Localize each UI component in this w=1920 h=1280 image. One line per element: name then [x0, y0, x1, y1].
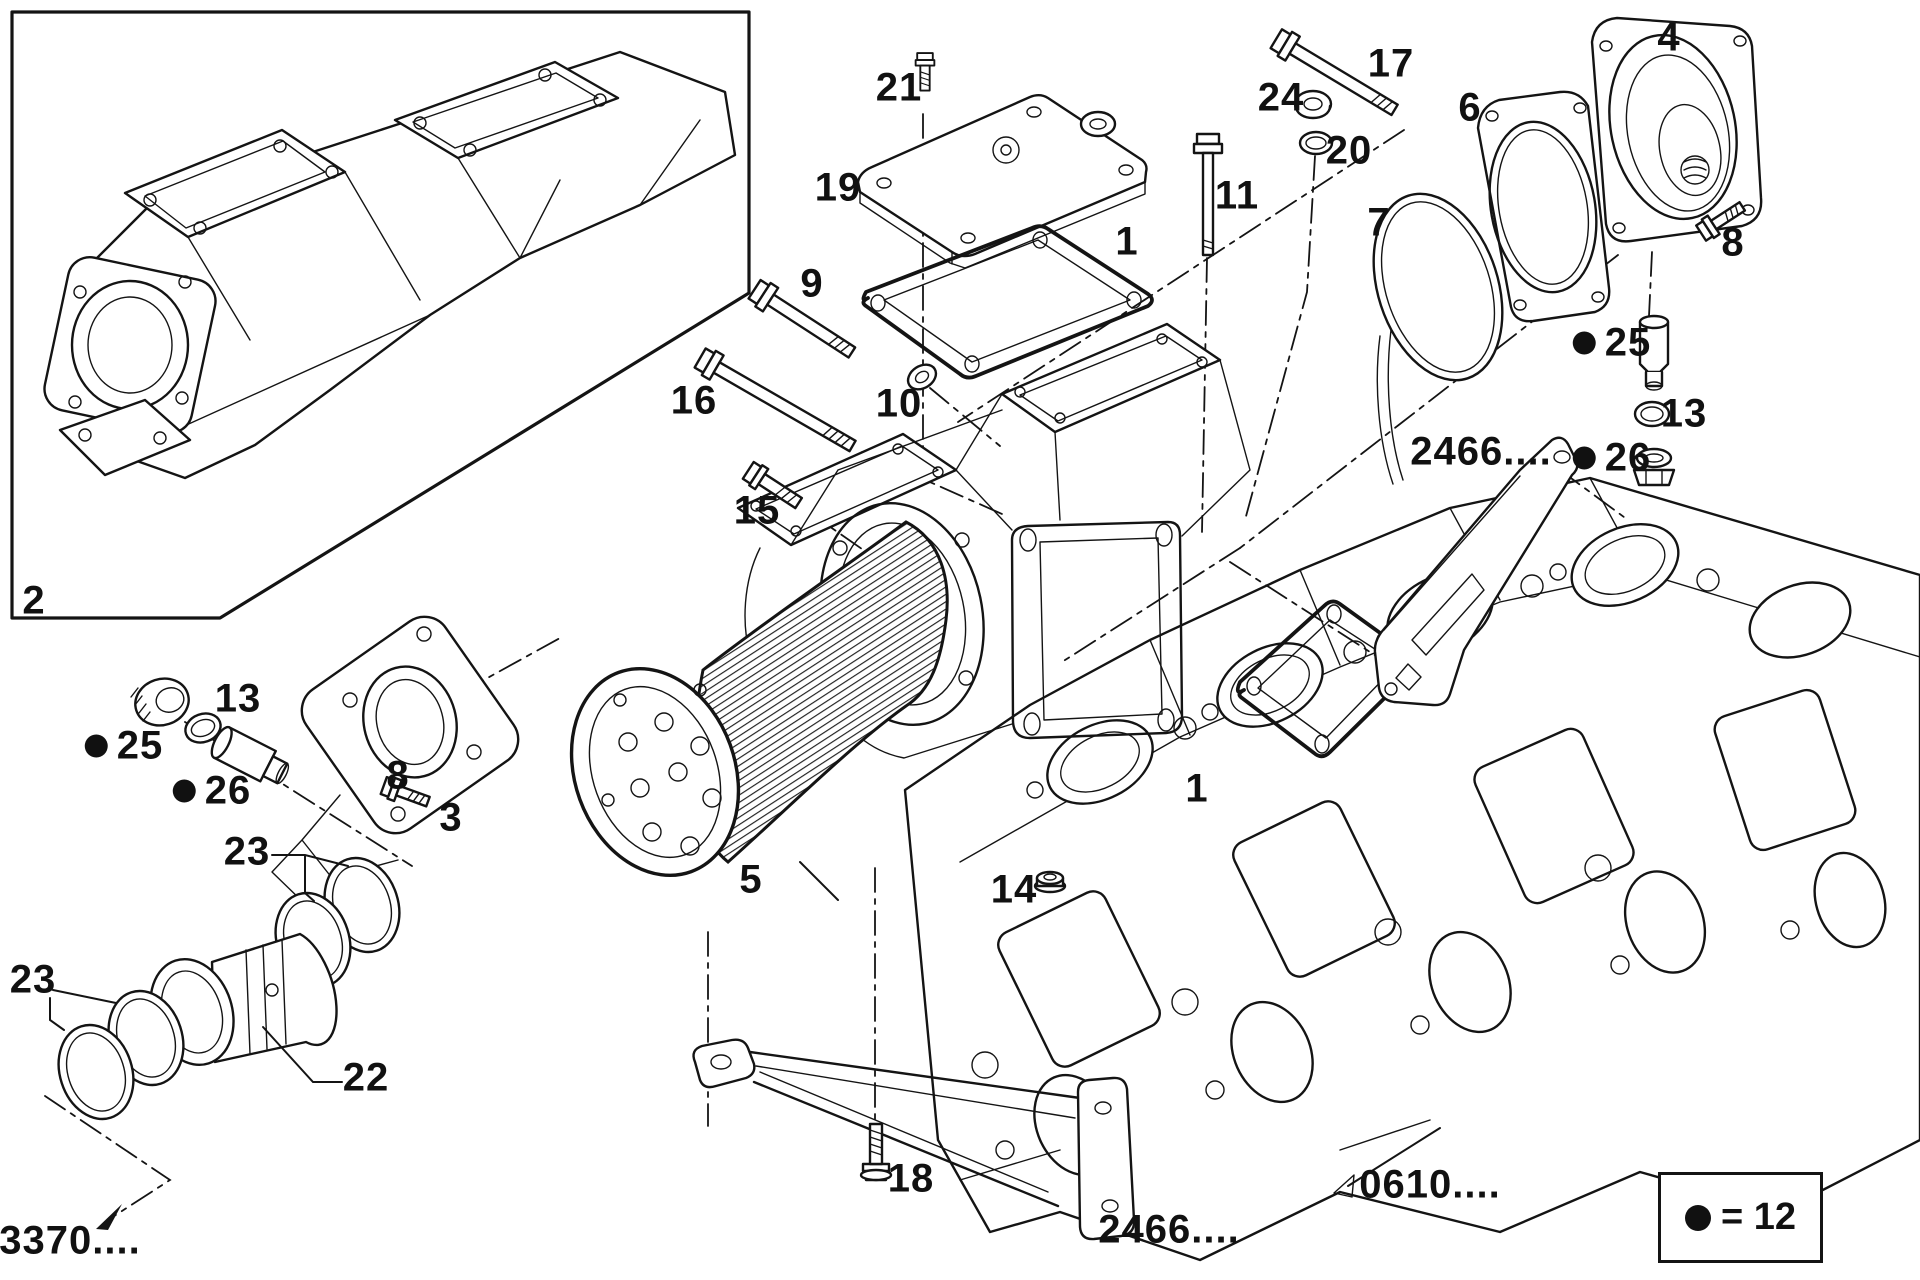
cooler-element	[569, 520, 949, 877]
legend-text: = 12	[1720, 1196, 1797, 1238]
plug-26-right	[1632, 447, 1676, 487]
callout-14: 14	[990, 867, 1038, 912]
oring-13-right	[1633, 400, 1671, 428]
callout-9: 9	[800, 261, 824, 306]
callout-15: 15	[733, 488, 781, 533]
sleeve-and-orings	[57, 856, 401, 1121]
bolt-18	[859, 1122, 893, 1182]
bush-26-left	[210, 725, 290, 785]
gasket-upper	[861, 224, 1154, 380]
bolt-9	[747, 278, 857, 359]
callout-25-right: 25	[1572, 321, 1652, 366]
bullet-dot-icon	[84, 734, 108, 758]
callout-24: 24	[1257, 75, 1305, 120]
callout-23-upper: 23	[223, 829, 271, 874]
callout-8-left: 8	[386, 753, 410, 798]
callout-25-left: 25	[84, 724, 164, 769]
plug-25-left	[130, 677, 190, 727]
callout-26-right: 26	[1572, 436, 1652, 481]
callout-0610: 0610....	[1359, 1162, 1501, 1207]
bullet-dot-icon	[1572, 331, 1596, 355]
leader-lines	[44, 854, 1441, 1230]
oring-7	[1372, 192, 1504, 485]
callout-2: 2	[22, 578, 46, 623]
callout-8-right: 8	[1721, 220, 1745, 265]
bolt-8-right	[1694, 200, 1747, 242]
cover-plate-19	[856, 94, 1148, 269]
callout-26-left: 26	[172, 769, 252, 814]
seal-ring-20	[1298, 130, 1334, 156]
callout-10: 10	[875, 381, 923, 426]
bullet-dot-icon	[1572, 446, 1596, 470]
nut-14	[1033, 870, 1067, 894]
inset-assembled-unit	[10, 10, 751, 620]
legend-dot-icon	[1684, 1204, 1711, 1231]
washer-10	[906, 363, 938, 391]
bolt-21	[914, 52, 936, 92]
callout-11: 11	[1214, 173, 1260, 218]
gasket-plate-6	[1476, 90, 1611, 323]
callout-6: 6	[1458, 85, 1482, 130]
callout-21: 21	[875, 65, 923, 110]
bolt-16	[693, 347, 857, 453]
callout-23-lower: 23	[9, 957, 57, 1002]
callout-7: 7	[1367, 200, 1391, 245]
elbow-flange	[271, 615, 520, 904]
callout-13-left: 13	[214, 676, 262, 721]
end-cover-4	[1590, 16, 1763, 243]
support-bracket-lower	[692, 1038, 1136, 1241]
callout-3: 3	[439, 795, 463, 840]
bolt-17	[1269, 28, 1399, 117]
callout-5: 5	[739, 857, 763, 902]
bolt-15	[741, 460, 804, 510]
callout-22: 22	[342, 1055, 390, 1100]
bullet-dot-icon	[172, 779, 196, 803]
callout-19: 19	[814, 165, 862, 210]
legend-box: = 12	[1658, 1172, 1823, 1263]
callout-1-upper: 1	[1115, 219, 1139, 264]
callout-1-lower: 1	[1185, 766, 1209, 811]
callout-13-right: 13	[1660, 391, 1708, 436]
plug-24	[1293, 89, 1333, 120]
callout-4: 4	[1657, 15, 1681, 60]
support-bracket-upper	[1373, 436, 1579, 707]
oring-13-left	[184, 712, 222, 744]
callout-16: 16	[670, 378, 718, 423]
callout-17: 17	[1367, 41, 1415, 86]
callout-2466-upper: 2466....	[1410, 429, 1552, 474]
bush-25-right	[1638, 314, 1670, 391]
bolt-11	[1192, 132, 1224, 257]
callout-3370: 3370....	[0, 1218, 141, 1263]
callout-2466-lower: 2466....	[1098, 1207, 1240, 1252]
callout-18: 18	[887, 1156, 935, 1201]
callout-20: 20	[1325, 128, 1373, 173]
bolt-8-left	[379, 775, 431, 808]
